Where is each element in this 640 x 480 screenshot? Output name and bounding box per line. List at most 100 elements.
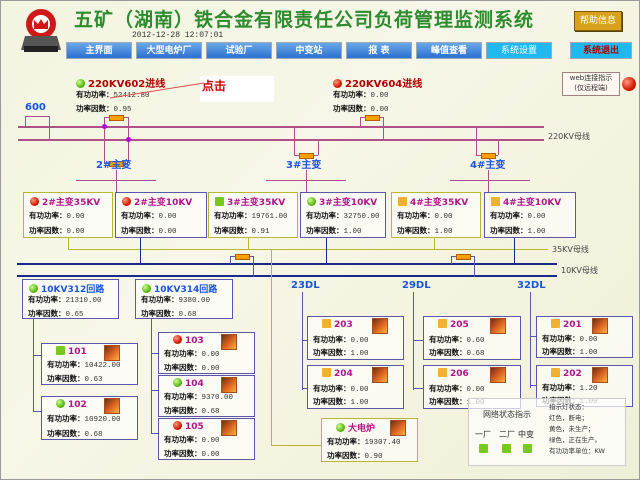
loop-10kv312-panel[interactable]: 10KV312回路 有功功率：21310.00 功率因数：0.65 <box>22 279 119 319</box>
status-legend: 网络状态指示 一厂 二厂 中变 指示灯状态： 红色，断电； 黄色，未生产； 绿色… <box>468 398 626 466</box>
status-light-icon <box>307 197 316 206</box>
bus-35kv <box>68 249 548 250</box>
tx-3-35kv-panel[interactable]: 3#主变35KV 有功功率：19761.00 功率因数：0.91 <box>208 192 298 238</box>
feeder-29dl-label: 29DL <box>402 280 431 291</box>
bus-220kv-2 <box>18 139 544 141</box>
status-light-icon <box>173 378 182 387</box>
status-light-icon <box>398 197 407 206</box>
transformer-2-label: 2#主变 <box>96 160 132 171</box>
bus-10kv-2 <box>17 275 557 277</box>
breaker-icon[interactable] <box>456 254 471 260</box>
furnace-103-panel[interactable]: 103 有功功率：0.00 功率因数：0.00 <box>158 332 255 374</box>
furnace-icon <box>592 318 608 334</box>
line-220kv604-pf: 功率因数：0.00 <box>333 104 389 114</box>
status-light-icon <box>491 197 500 206</box>
bus-10kv-1 <box>17 263 557 265</box>
nav-substation[interactable]: 中变站 <box>276 42 342 59</box>
status-light-icon <box>333 79 342 88</box>
annotation-arrow <box>110 82 205 99</box>
feeder-23dl-label: 23DL <box>291 280 320 291</box>
web-status-light-icon <box>622 77 636 91</box>
transformer-4-label: 4#主变 <box>470 160 506 171</box>
label-600: 600 <box>25 102 46 113</box>
furnace-104-panel[interactable]: 104 有功功率：9370.00 功率因数：0.68 <box>158 375 255 417</box>
furnace-icon <box>490 318 506 334</box>
status-light-icon <box>56 346 65 355</box>
status-light-icon <box>336 423 345 432</box>
tx-2-10kv-panel[interactable]: 2#主变10KV 有功功率：0.00 功率因数：0.00 <box>115 192 207 238</box>
status-light-icon <box>322 368 331 377</box>
status-light-icon <box>551 368 560 377</box>
status-light-icon <box>56 399 65 408</box>
line-220kv602-power: 有功功率：52412.80 <box>76 90 150 100</box>
breaker-icon[interactable] <box>109 161 124 167</box>
tx-4-35kv-panel[interactable]: 4#主变35KV 有功功率：0.00 功率因数：1.00 <box>391 192 481 238</box>
line-220kv602-pf: 功率因数：0.95 <box>76 104 132 114</box>
status-light-icon <box>438 319 447 328</box>
status-light-icon <box>173 335 182 344</box>
furnace-icon <box>104 398 120 414</box>
line-220kv604-power: 有功功率：0.00 <box>333 90 389 100</box>
status-light-icon <box>30 197 39 206</box>
tx-2-35kv-panel[interactable]: 2#主变35KV 有功功率：0.00 功率因数：0.00 <box>23 192 113 238</box>
furnace-204-panel[interactable]: 204 有功功率：0.00 功率因数：1.00 <box>307 365 404 409</box>
furnace-icon <box>372 318 388 334</box>
bus-10kv-label: 10KV母线 <box>561 266 598 275</box>
bus-220kv-label: 220KV母线 <box>548 132 590 141</box>
furnace-icon <box>372 367 388 383</box>
furnace-icon <box>592 367 608 383</box>
tx-4-10kv-panel[interactable]: 4#主变10KV 有功功率：0.00 功率因数：1.00 <box>484 192 576 238</box>
furnace-icon <box>221 420 237 436</box>
status-light-icon <box>551 319 560 328</box>
furnace-icon <box>490 367 506 383</box>
status-light-icon <box>173 421 182 430</box>
plant1-status-icon <box>479 444 488 453</box>
annotation-box <box>200 76 274 102</box>
furnace-203-panel[interactable]: 203 有功功率：0.00 功率因数：1.00 <box>307 316 404 360</box>
status-light-icon <box>142 284 151 293</box>
datetime: 2012-12-28 12:07:01 <box>132 31 224 40</box>
breaker-icon[interactable] <box>299 153 314 159</box>
breaker-icon[interactable] <box>235 254 250 260</box>
help-button[interactable]: 帮助信息 <box>574 11 622 31</box>
bus-220kv-1 <box>18 126 544 128</box>
loop-10kv314-panel[interactable]: 10KV314回路 有功功率：9380.00 功率因数：0.68 <box>135 279 233 319</box>
bus-35kv-label: 35KV母线 <box>552 245 589 254</box>
breaker-icon[interactable] <box>365 115 380 121</box>
nav-reports[interactable]: 报 表 <box>346 42 412 59</box>
furnace-205-panel[interactable]: 205 有功功率：0.60 功率因数：0.68 <box>423 316 521 360</box>
nav-system-settings[interactable]: 系统设置 <box>486 42 552 59</box>
status-light-icon <box>215 197 224 206</box>
page-title: 五矿（湖南）铁合金有限责任公司负荷管理监测系统 <box>74 9 535 31</box>
status-light-icon <box>29 284 38 293</box>
status-light-icon <box>76 79 85 88</box>
furnace-105-panel[interactable]: 105 有功功率：0.00 功率因数：0.00 <box>158 418 255 460</box>
line-220kv604[interactable]: 220KV604进线 <box>333 75 422 90</box>
web-connection-indicator: web连接指示(仅远程端) <box>562 72 620 96</box>
plant2-status-icon <box>502 444 511 453</box>
breaker-icon[interactable] <box>109 115 124 121</box>
transformer-3-label: 3#主变 <box>286 160 322 171</box>
nav-furnace-plant[interactable]: 大型电炉厂 <box>136 42 202 59</box>
line-220kv602[interactable]: 220KV602进线 <box>76 75 165 90</box>
tx-3-10kv-panel[interactable]: 3#主变10KV 有功功率：32750.00 功率因数：1.00 <box>300 192 386 238</box>
furnace-201-panel[interactable]: 201 有功功率：0.00 功率因数：1.00 <box>536 316 633 358</box>
furnace-icon <box>390 420 406 436</box>
big-furnace-panel[interactable]: 大电炉 有功功率：19307.40 功率因数：0.90 <box>321 418 418 462</box>
nav-test-plant[interactable]: 试验厂 <box>206 42 272 59</box>
furnace-icon <box>104 345 120 361</box>
furnace-101-panel[interactable]: 101 有功功率：10422.00 功率因数：0.63 <box>41 343 138 385</box>
furnace-102-panel[interactable]: 102 有功功率：10920.00 功率因数：0.68 <box>41 396 138 440</box>
nav-main[interactable]: 主界面 <box>66 42 132 59</box>
status-light-icon <box>122 197 131 206</box>
substation-status-icon <box>523 444 532 453</box>
furnace-icon <box>221 334 237 350</box>
breaker-icon[interactable] <box>481 153 496 159</box>
nav-peak-view[interactable]: 峰值查看 <box>416 42 482 59</box>
status-light-icon <box>322 319 331 328</box>
furnace-icon <box>221 377 237 393</box>
feeder-32dl-label: 32DL <box>517 280 546 291</box>
click-annotation: 点击 <box>202 79 227 93</box>
nav-exit[interactable]: 系统退出 <box>570 42 632 59</box>
company-logo <box>21 6 61 54</box>
